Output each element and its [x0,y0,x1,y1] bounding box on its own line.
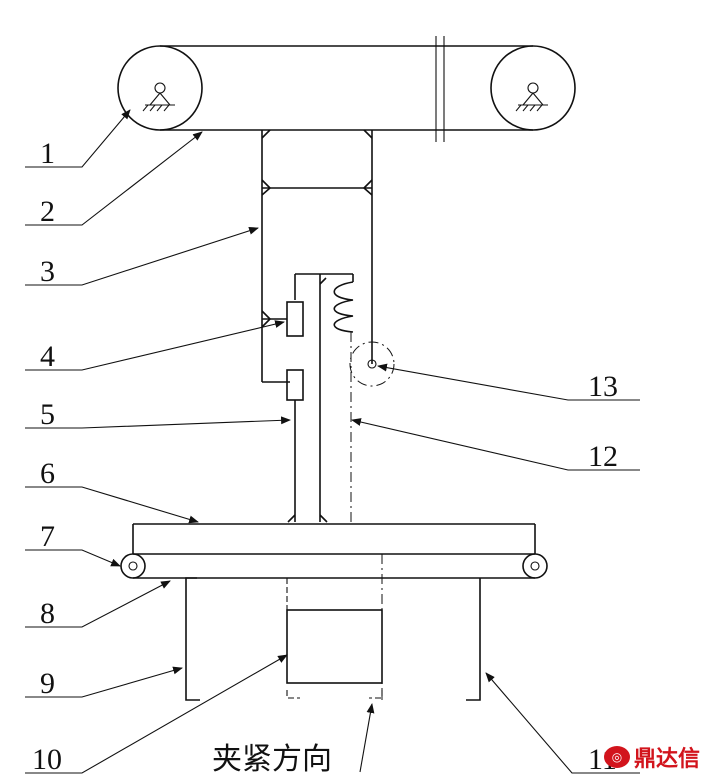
workpiece [286,609,383,684]
label-13: 13 [588,370,618,403]
leader-lines [25,109,640,774]
label-9: 9 [40,667,55,700]
right-wheel [522,553,548,579]
gripper-jaws [185,577,481,701]
belt-drive [117,36,576,142]
sensor-lower [286,369,304,401]
label-3: 3 [40,255,55,288]
left-wheel [120,553,146,579]
right-jaw [466,578,481,701]
label-7: 7 [40,520,55,553]
part-labels: 1 2 3 4 5 6 7 8 9 10 11 12 13 夹紧方向 [32,137,618,777]
label-10: 10 [32,743,62,776]
slide-plates [120,514,548,700]
vertical-frame [261,129,373,383]
right-pulley [490,45,576,131]
left-pivot-icon [142,82,175,112]
label-6: 6 [40,457,55,490]
label-2: 2 [40,195,55,228]
label-8: 8 [40,597,55,630]
watermark-logo-icon: ◎ [603,746,630,768]
sensor-upper [286,301,304,337]
label-5: 5 [40,398,55,431]
left-pulley [117,45,203,131]
label-12: 12 [588,440,618,473]
watermark-text: 鼎达信 [633,747,700,772]
left-jaw [185,577,200,701]
label-4: 4 [40,340,55,373]
spring-icon [333,281,354,333]
spring-guide [261,273,395,522]
label-1: 1 [40,137,55,170]
cam-roller [349,341,395,387]
clamping-direction-caption: 夹紧方向 [212,742,332,777]
watermark: ◎ 鼎达信 [603,741,700,773]
right-pivot-icon [515,82,548,112]
